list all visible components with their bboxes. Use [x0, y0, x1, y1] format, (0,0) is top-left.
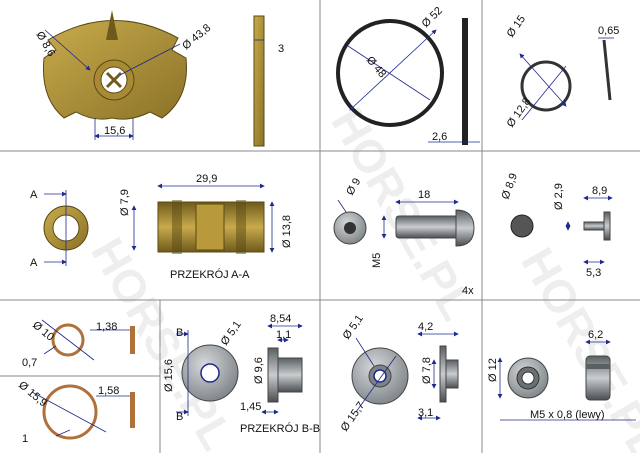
bushing-section-label: PRZEKRÓJ A-A	[170, 268, 250, 281]
oring-big-inner: Ø 48	[364, 54, 389, 80]
spacer-section-b-bottom: B	[176, 411, 183, 423]
nut-diameter: Ø 12	[487, 358, 499, 382]
flange-washer-inner: Ø 5,1	[341, 313, 366, 342]
screw-dimensions	[337, 199, 459, 239]
flange-washer-part	[351, 345, 459, 405]
ring-small-thickness: 0,65	[598, 25, 619, 37]
washer-159-inner: 1	[22, 433, 28, 445]
bushing-section-a-top: A	[30, 189, 38, 201]
spacer-flange: 1,45	[240, 401, 261, 413]
bushing-length: 29,9	[196, 173, 217, 185]
flange-washer-hub-diameter: Ø 7,8	[421, 357, 433, 384]
bushing-dimensions	[44, 183, 275, 266]
nut-part	[507, 355, 611, 401]
bushing-inner-diameter: Ø 7,9	[119, 189, 131, 216]
spacer-step-length: 1,1	[276, 329, 291, 341]
oring-big-part	[336, 18, 468, 145]
pin-part	[510, 211, 611, 241]
flange-washer-length: 4,2	[418, 321, 433, 333]
ring-small-outer: Ø 15	[505, 13, 529, 39]
nut-height: 6,2	[588, 329, 603, 341]
cam-large-diameter: Ø 43,8	[180, 22, 213, 52]
bushing-part	[43, 200, 265, 254]
oring-big-dimensions	[347, 29, 480, 143]
watermark: HORSE.PL HORSE.PL HORSE.PL	[81, 99, 640, 453]
nut-dimensions	[497, 339, 636, 421]
washer-10-part	[51, 323, 135, 357]
spacer-step-diameter: Ø 9,6	[253, 357, 265, 384]
cam-width: 15,6	[104, 125, 125, 137]
screw-length: 18	[418, 189, 430, 201]
ring-small-dimensions	[519, 37, 614, 121]
washer-159-dimensions	[31, 391, 130, 437]
bushing-section-a-bottom: A	[30, 257, 38, 269]
oring-big-outer: Ø 52	[420, 5, 445, 30]
spacer-part	[181, 344, 303, 403]
spacer-dimensions	[176, 323, 303, 416]
oring-big-thickness: 2,6	[432, 131, 447, 143]
flange-washer-flange: 3,1	[418, 407, 433, 419]
ring-small-inner: Ø 12,8	[505, 96, 534, 130]
washer-159-outer: Ø 15,9	[16, 379, 49, 409]
pin-shaft-diameter: Ø 2,9	[553, 183, 565, 210]
pin-shaft-length: 5,3	[586, 267, 601, 279]
spacer-outer-diameter: Ø 15,6	[163, 359, 175, 392]
washer-10-dimensions	[41, 319, 130, 361]
flange-washer-dimensions	[355, 331, 459, 421]
washer-10-thickness: 1,38	[96, 321, 117, 333]
spacer-inner-diameter: Ø 5,1	[219, 319, 244, 348]
cam-part	[42, 10, 265, 147]
screw-part	[333, 209, 475, 247]
washer-159-thickness: 1,58	[98, 385, 119, 397]
pin-length: 8,9	[592, 185, 607, 197]
cam-thickness: 3	[278, 43, 284, 55]
screw-quantity: 4x	[462, 285, 474, 297]
screw-thread: M5	[371, 253, 383, 268]
pin-dimensions	[565, 195, 613, 265]
ring-small-part	[520, 39, 612, 112]
washer-159-part	[42, 384, 135, 440]
spacer-section-b-top: B	[176, 327, 183, 339]
nut-thread-label: M5 x 0,8 (lewy)	[530, 409, 605, 421]
spacer-section-label: PRZEKRÓJ B-B	[240, 422, 320, 435]
cam-dimensions	[44, 29, 264, 140]
bushing-outer-diameter: Ø 13,8	[281, 215, 293, 248]
flange-washer-outer: Ø 15,7	[339, 400, 368, 434]
spacer-total-length: 8,54	[270, 313, 291, 325]
pin-head-diameter: Ø 8,9	[500, 172, 520, 201]
washer-10-inner: 0,7	[22, 357, 37, 369]
